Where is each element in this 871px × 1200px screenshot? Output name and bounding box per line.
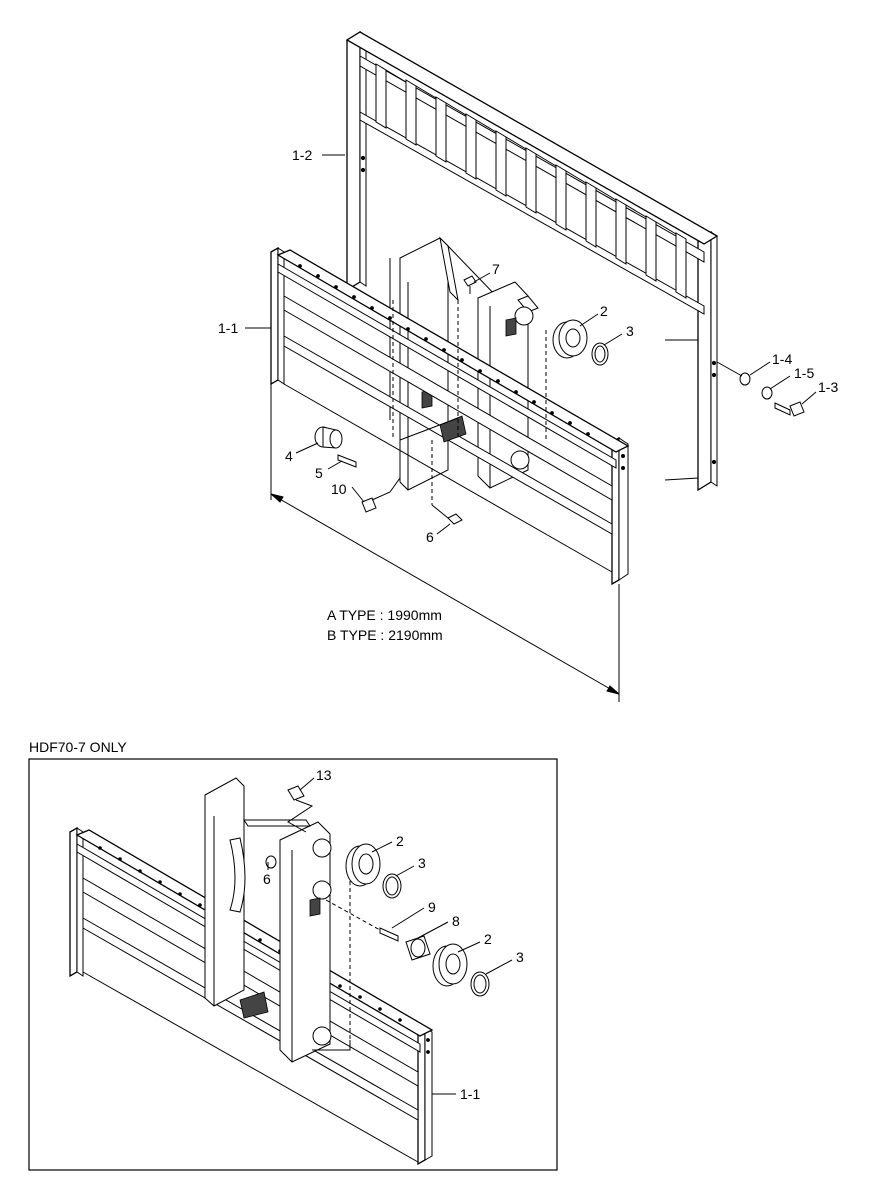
label-inset-pin-9: 9	[428, 899, 436, 915]
backrest-slats	[375, 63, 687, 299]
width-dimension	[270, 384, 620, 702]
leader-lines-inset	[267, 777, 513, 1095]
label-nut-6: 6	[426, 529, 434, 545]
callouts-top: 1-2 1-1 7 2 3 1-4 1-5 1-3 4 5 10 6	[218, 147, 838, 545]
inset-carriage	[69, 826, 434, 1166]
inset-bearing-upper	[345, 843, 402, 899]
label-inset-carriage: 1-1	[460, 1086, 480, 1102]
inset-pin-spacer	[325, 899, 431, 961]
backrest-extension	[345, 30, 719, 492]
label-carriage: 1-1	[218, 320, 238, 336]
label-inset-nut-6: 6	[263, 871, 271, 887]
label-washer-1-4: 1-4	[772, 351, 792, 367]
label-bolt-7: 7	[492, 261, 500, 277]
callouts-inset: 13 2 3 6 9 8 2 3 1-1	[263, 767, 524, 1102]
label-lock-washer-1-5: 1-5	[794, 365, 814, 381]
inset-title: HDF70-7 ONLY	[29, 739, 127, 755]
carriage-notches	[298, 264, 590, 436]
label-bearing-2: 2	[600, 303, 608, 319]
label-snap-ring-3: 3	[626, 323, 634, 339]
label-inset-bearing-2b: 2	[484, 931, 492, 947]
inset-bearing-lower	[432, 943, 490, 997]
label-backrest: 1-2	[292, 147, 312, 163]
label-pin-5: 5	[315, 465, 323, 481]
label-roller-4: 4	[285, 448, 293, 464]
bolt-7-part	[463, 275, 477, 294]
carriage-top	[270, 246, 630, 586]
label-bolt-1-3: 1-3	[818, 379, 838, 395]
label-inset-snap-ring-3a: 3	[418, 855, 426, 871]
mounting-hardware	[716, 361, 805, 417]
bearing-assembly-top	[552, 319, 609, 366]
dimension-a-type: A TYPE : 1990mm	[327, 607, 442, 623]
dimension-b-type: B TYPE : 2190mm	[327, 627, 443, 643]
label-inset-nipple-13: 13	[316, 767, 332, 783]
label-inset-snap-ring-3b: 3	[516, 949, 524, 965]
leader-lines-top	[245, 154, 817, 535]
label-inset-spacer-8: 8	[452, 913, 460, 929]
roller-pin-bolt	[314, 426, 401, 513]
nut-6-part	[431, 504, 463, 525]
inset-frame	[28, 758, 558, 1171]
inset-lift-bracket	[204, 777, 351, 1063]
dimension-text: A TYPE : 1990mm B TYPE : 2190mm	[327, 607, 443, 643]
label-inset-bearing-2a: 2	[396, 833, 404, 849]
label-bolt-10: 10	[331, 481, 347, 497]
